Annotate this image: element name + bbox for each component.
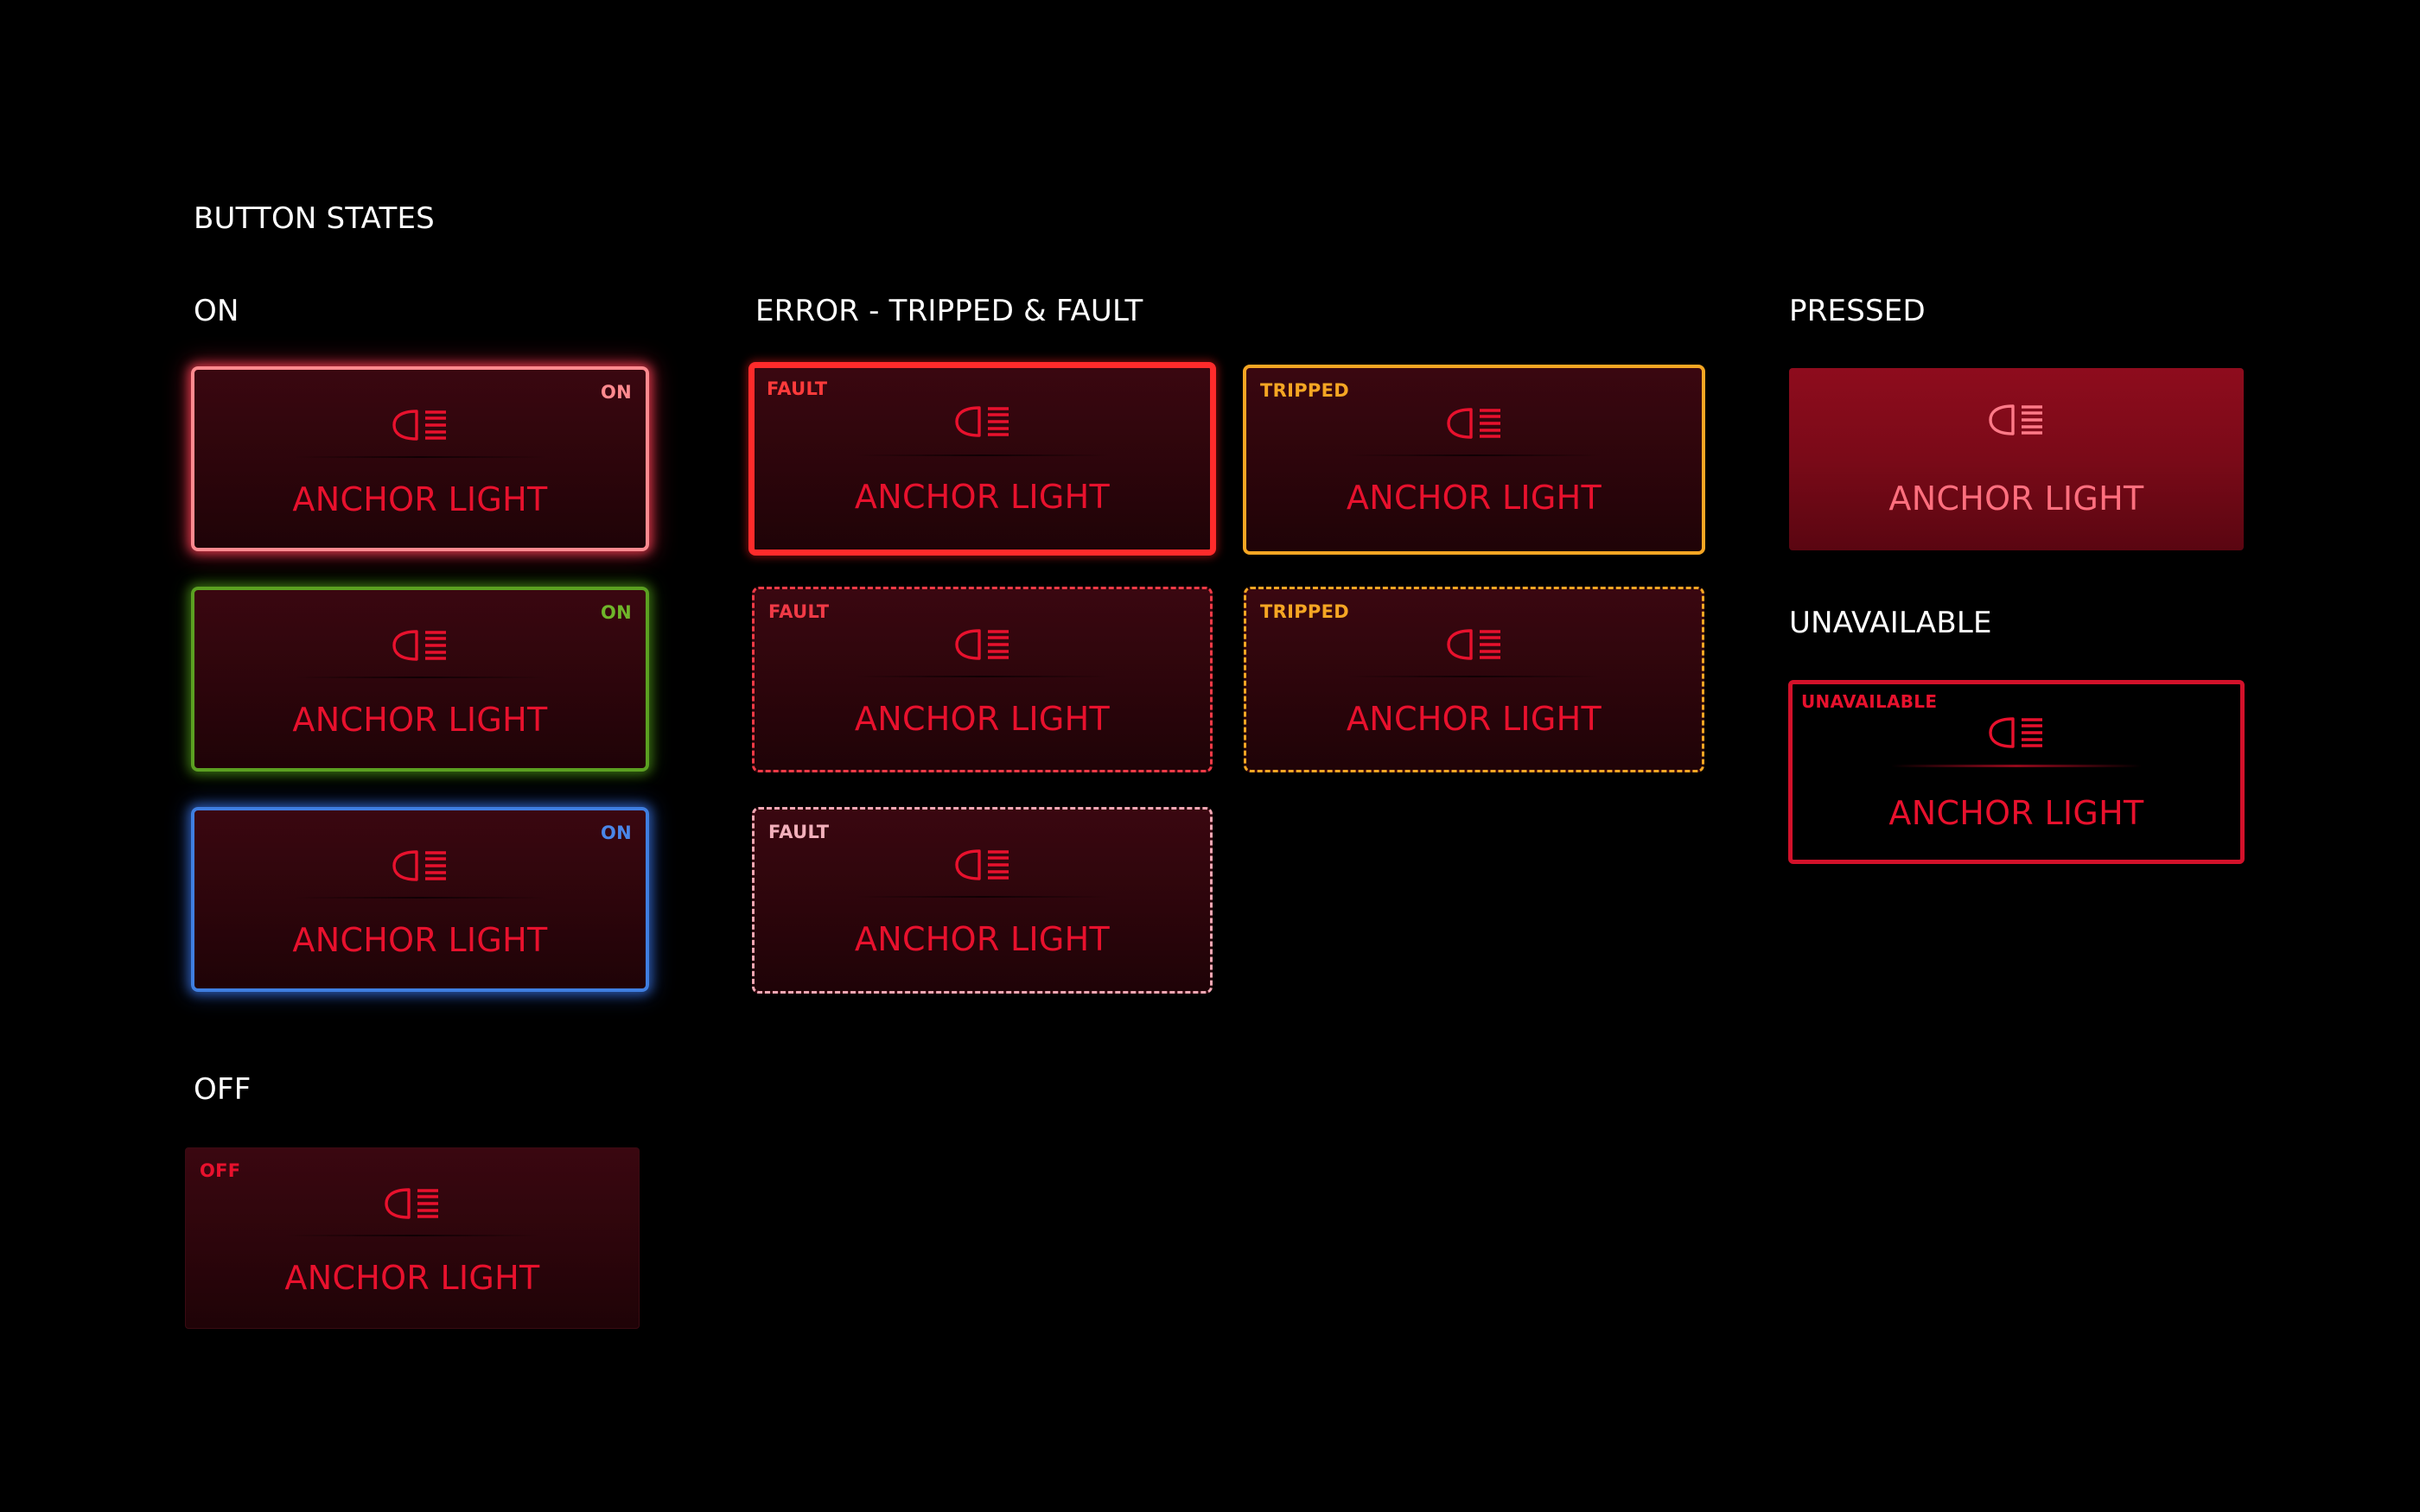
headlight-icon <box>953 626 1012 664</box>
status-tag-on: ON <box>600 602 632 623</box>
section-heading-on: ON <box>194 294 239 328</box>
status-tag-on: ON <box>600 382 632 403</box>
button-label: ANCHOR LIGHT <box>292 701 548 739</box>
headlight-icon <box>953 846 1012 884</box>
button-label: ANCHOR LIGHT <box>854 920 1111 958</box>
divider <box>293 677 547 678</box>
headlight-icon <box>1445 404 1504 442</box>
anchor-light-button-tripped[interactable]: TRIPPED ANCHOR LIGHT <box>1243 365 1705 555</box>
status-tag-fault: FAULT <box>768 822 830 842</box>
headlight-icon <box>383 1185 442 1223</box>
button-label: ANCHOR LIGHT <box>284 1259 540 1297</box>
headlight-icon <box>953 403 1012 441</box>
section-heading-unavailable: UNAVAILABLE <box>1789 606 1992 640</box>
anchor-light-button-unavailable[interactable]: UNAVAILABLE ANCHOR LIGHT <box>1788 680 2245 864</box>
button-label: ANCHOR LIGHT <box>854 700 1111 738</box>
anchor-light-button-pressed[interactable]: ANCHOR LIGHT <box>1789 368 2244 550</box>
divider <box>854 676 1111 677</box>
divider <box>854 454 1111 456</box>
button-label: ANCHOR LIGHT <box>1346 479 1602 517</box>
headlight-icon <box>1987 714 2046 752</box>
status-tag-fault: FAULT <box>768 601 830 622</box>
divider <box>285 1235 539 1236</box>
divider <box>293 456 547 458</box>
headlight-icon <box>1445 626 1504 664</box>
button-label: ANCHOR LIGHT <box>1346 700 1602 738</box>
divider <box>1346 676 1602 677</box>
divider <box>1890 765 2143 767</box>
status-tag-unavailable: UNAVAILABLE <box>1801 691 1938 712</box>
section-heading-off: OFF <box>194 1072 252 1107</box>
anchor-light-button-on-blue[interactable]: ON ANCHOR LIGHT <box>191 807 649 992</box>
divider <box>293 897 547 899</box>
status-tag-tripped: TRIPPED <box>1260 601 1349 622</box>
button-label: ANCHOR LIGHT <box>1888 794 2144 832</box>
anchor-light-button-on-red[interactable]: ON ANCHOR LIGHT <box>191 366 649 551</box>
anchor-light-button-fault-dashed[interactable]: FAULT ANCHOR LIGHT <box>752 587 1213 772</box>
headlight-icon <box>391 406 449 444</box>
anchor-light-button-tripped-dashed[interactable]: TRIPPED ANCHOR LIGHT <box>1244 587 1704 772</box>
status-tag-on: ON <box>600 823 632 843</box>
anchor-light-button-on-green[interactable]: ON ANCHOR LIGHT <box>191 587 649 772</box>
button-label: ANCHOR LIGHT <box>1888 480 2144 518</box>
divider <box>854 896 1111 898</box>
headlight-icon <box>1989 404 2042 435</box>
page-title: BUTTON STATES <box>194 201 435 236</box>
status-tag-fault: FAULT <box>767 378 828 399</box>
button-label: ANCHOR LIGHT <box>292 480 548 518</box>
anchor-light-button-fault-pink-dashed[interactable]: FAULT ANCHOR LIGHT <box>752 807 1213 994</box>
section-heading-pressed: PRESSED <box>1789 294 1926 328</box>
status-tag-tripped: TRIPPED <box>1260 380 1349 401</box>
anchor-light-button-off[interactable]: OFF ANCHOR LIGHT <box>185 1147 640 1329</box>
section-heading-error: ERROR - TRIPPED & FAULT <box>755 294 1143 328</box>
button-label: ANCHOR LIGHT <box>854 478 1111 516</box>
headlight-icon <box>391 626 449 664</box>
button-label: ANCHOR LIGHT <box>292 921 548 959</box>
anchor-light-button-fault[interactable]: FAULT ANCHOR LIGHT <box>748 362 1216 556</box>
status-tag-off: OFF <box>200 1160 241 1181</box>
divider <box>1346 454 1602 456</box>
headlight-icon <box>391 847 449 885</box>
